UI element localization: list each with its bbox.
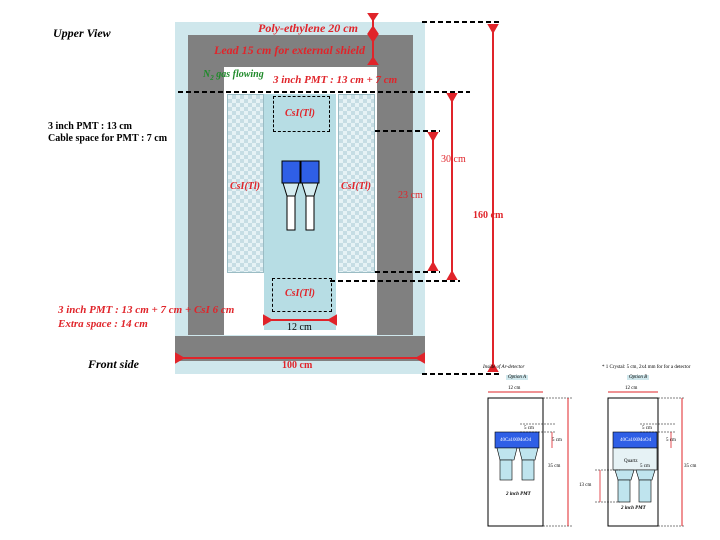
pmt-pair: [281, 160, 320, 231]
pmt-top-label: 3 inch PMT : 13 cm + 7 cm: [273, 74, 398, 86]
inset-dim5-b: 5 cm: [642, 426, 652, 431]
pmt-tube-right: [305, 195, 315, 231]
poly-label: Poly-ethylene 20 cm: [258, 21, 358, 35]
inset-pmt-b: 2 inch PMT: [621, 506, 646, 511]
detector-center-body: [264, 94, 336, 330]
dim-30-label: 30 cm: [441, 154, 466, 165]
csi-top-box: [273, 96, 330, 132]
csi-right-block: [338, 94, 375, 273]
csi-left-block: [227, 94, 264, 273]
inset-drawing: [487, 391, 685, 527]
dim-160-label: 160 cm: [473, 210, 504, 221]
inset-title-right: * 1 Crystal: 5 cm, 2x4 mm for for a dete…: [602, 365, 691, 370]
csi-left-label: CsI(Tl): [230, 181, 260, 192]
csi-bottom-label: CsI(Tl): [285, 288, 315, 299]
option-a-label: Option A: [506, 375, 529, 380]
n2-n: N: [203, 69, 211, 80]
dim-100-label: 100 cm: [282, 360, 313, 371]
inset-dim5-a: 5 cm: [524, 426, 534, 431]
csi-right-label: CsI(Tl): [341, 181, 371, 192]
inset-title-left: Inside of Ar-detector: [483, 365, 525, 370]
option-b-label: Option B: [627, 375, 650, 380]
pmt-left-label-1: 3 inch PMT : 13 cm: [48, 121, 132, 132]
dim-12-label: 12 cm: [287, 322, 312, 333]
n2-sub: 2: [210, 74, 214, 82]
upper-view-label: Upper View: [53, 26, 111, 40]
inset-height-a: 35 cm: [548, 464, 561, 469]
inset-crystal-b: 40Ca100MoO4: [620, 438, 652, 443]
lead-shield-right: [377, 35, 413, 335]
inset-width-b: 12 cm: [625, 386, 638, 391]
inset-quartz: Quartz: [624, 459, 638, 464]
lead-front-bar: [175, 336, 425, 361]
inset-side-b: 5 cm: [666, 438, 676, 443]
pmt-bottom-label-1: 3 inch PMT : 13 cm + 7 cm + CsI 6 cm: [58, 304, 235, 316]
pmt-bottom-label-2: Extra space : 14 cm: [58, 318, 148, 330]
pmt-tube-left: [286, 195, 296, 231]
inset-pmt-a: 2 inch PMT: [506, 492, 531, 497]
inset-gap-b: 5 cm: [640, 464, 650, 469]
csi-top-label: CsI(Tl): [285, 108, 315, 119]
front-side-label: Front side: [88, 357, 140, 371]
pmt-left-label-2: Cable space for PMT : 7 cm: [48, 133, 168, 144]
option-a-box: [487, 397, 544, 527]
dim-23-label: 23 cm: [398, 190, 423, 201]
inset-height-b: 35 cm: [684, 464, 697, 469]
csi-bottom-box: [272, 278, 332, 312]
inset-crystal-a: 40Ca100MoO4: [500, 438, 532, 443]
n2-rest: gas flowing: [213, 69, 264, 80]
lead-label: Lead 15 cm for external shield: [214, 43, 365, 57]
inset-diagram: Inside of Ar-detector * 1 Crystal: 5 cm,…: [480, 362, 705, 532]
inset-dim13: 13 cm: [579, 483, 592, 488]
n2-gas-label: N2 gas flowing: [203, 69, 264, 82]
inset-width-a: 12 cm: [508, 386, 521, 391]
lead-shield-left: [188, 35, 224, 335]
inset-side-a: 5 cm: [552, 438, 562, 443]
